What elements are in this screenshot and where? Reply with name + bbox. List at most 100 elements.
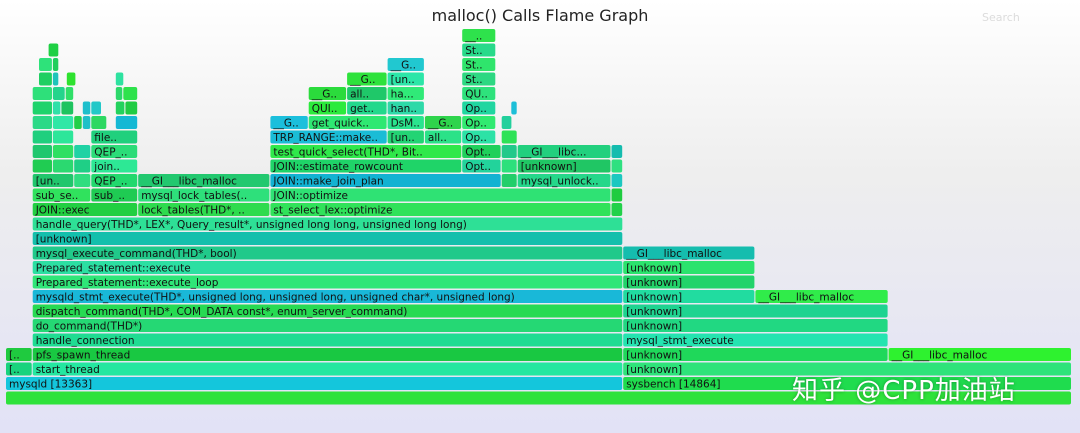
flame-frame[interactable] xyxy=(6,348,32,361)
flame-frame[interactable] xyxy=(74,116,82,129)
flame-frame[interactable] xyxy=(517,174,611,187)
flame-frame[interactable] xyxy=(270,174,501,187)
flame-frame[interactable] xyxy=(6,362,32,376)
flame-frame[interactable] xyxy=(32,145,52,158)
flame-frame[interactable] xyxy=(32,275,623,289)
flame-frame[interactable] xyxy=(32,348,623,361)
flame-frame[interactable] xyxy=(32,159,52,173)
flame-frame[interactable] xyxy=(462,72,496,86)
flame-frame[interactable] xyxy=(623,377,1071,390)
flame-frame[interactable] xyxy=(6,377,623,390)
flame-frame[interactable] xyxy=(387,87,424,100)
flame-frame[interactable] xyxy=(91,130,138,144)
flame-frame[interactable] xyxy=(623,261,755,274)
flame-frame[interactable] xyxy=(347,101,387,115)
flame-frame[interactable] xyxy=(623,275,755,289)
flame-frame[interactable] xyxy=(91,174,138,187)
search-button[interactable]: Search xyxy=(982,11,1020,24)
flame-frame[interactable] xyxy=(115,101,125,115)
flame-frame[interactable] xyxy=(52,159,74,173)
flame-frame[interactable] xyxy=(462,43,496,57)
flame-frame[interactable] xyxy=(115,116,138,129)
flame-frame[interactable] xyxy=(32,362,623,376)
flame-frame[interactable] xyxy=(623,290,755,303)
flame-frame[interactable] xyxy=(623,319,888,332)
flame-frame[interactable] xyxy=(91,159,138,173)
flame-frame[interactable] xyxy=(91,188,138,202)
flame-frame[interactable] xyxy=(138,203,270,216)
flame-frame[interactable] xyxy=(511,101,517,115)
flame-frame[interactable] xyxy=(308,87,347,100)
flame-frame[interactable] xyxy=(74,159,91,173)
flame-frame[interactable] xyxy=(501,174,517,187)
flame-frame[interactable] xyxy=(387,72,424,86)
flame-frame[interactable] xyxy=(61,101,74,115)
flame-frame[interactable] xyxy=(39,72,52,86)
flame-frame[interactable] xyxy=(125,101,138,115)
flame-frame[interactable] xyxy=(270,145,462,158)
flame-frame[interactable] xyxy=(623,362,1071,376)
flame-frame[interactable] xyxy=(611,203,623,216)
flame-frame[interactable] xyxy=(611,188,623,202)
flame-frame[interactable] xyxy=(501,159,517,173)
flame-frame[interactable] xyxy=(52,116,74,129)
flame-frame[interactable] xyxy=(308,101,347,115)
flame-frame[interactable] xyxy=(138,188,270,202)
flame-frame[interactable] xyxy=(115,72,124,86)
flame-frame[interactable] xyxy=(347,87,387,100)
flame-frame[interactable] xyxy=(387,130,424,144)
flame-frame[interactable] xyxy=(91,145,138,158)
flame-frame[interactable] xyxy=(462,130,496,144)
flame-frame[interactable] xyxy=(32,116,52,129)
flame-frame[interactable] xyxy=(462,101,496,115)
flame-frame[interactable] xyxy=(32,261,623,274)
flame-frame[interactable] xyxy=(52,87,65,100)
flame-frame[interactable] xyxy=(517,145,611,158)
flame-frame[interactable] xyxy=(611,174,623,187)
flame-frame[interactable] xyxy=(270,116,308,129)
flame-frame[interactable] xyxy=(32,319,623,332)
flame-frame[interactable] xyxy=(387,116,424,129)
flame-frame[interactable] xyxy=(66,72,76,86)
flame-frame[interactable] xyxy=(462,145,501,158)
flame-frame[interactable] xyxy=(48,43,59,57)
flame-frame[interactable] xyxy=(32,304,623,318)
flame-frame[interactable] xyxy=(82,101,91,115)
flame-frame[interactable] xyxy=(424,116,462,129)
flame-frame[interactable] xyxy=(52,145,74,158)
flame-frame[interactable] xyxy=(138,174,270,187)
flame-frame[interactable] xyxy=(347,72,387,86)
flame-frame[interactable] xyxy=(517,159,611,173)
flame-frame[interactable] xyxy=(611,159,623,173)
flame-frame[interactable] xyxy=(611,145,623,158)
flame-frame[interactable] xyxy=(462,58,496,71)
flame-frame[interactable] xyxy=(52,130,74,144)
flame-frame[interactable] xyxy=(123,87,138,100)
flame-frame[interactable] xyxy=(52,58,59,71)
flame-frame[interactable] xyxy=(462,116,496,129)
flame-frame[interactable] xyxy=(32,188,91,202)
flame-frame[interactable] xyxy=(74,145,91,158)
flame-frame[interactable] xyxy=(501,130,517,144)
flame-frame[interactable] xyxy=(65,87,74,100)
flame-frame[interactable] xyxy=(115,87,123,100)
flame-frame[interactable] xyxy=(32,333,623,347)
flame-frame[interactable] xyxy=(91,116,107,129)
flame-frame[interactable] xyxy=(755,290,888,303)
flame-frame[interactable] xyxy=(387,58,424,71)
flame-frame[interactable] xyxy=(462,29,496,42)
flame-frame[interactable] xyxy=(387,101,424,115)
flame-frame[interactable] xyxy=(270,130,387,144)
flame-frame[interactable] xyxy=(270,159,462,173)
flame-frame[interactable] xyxy=(32,232,623,245)
flame-frame[interactable] xyxy=(32,101,52,115)
flame-frame[interactable] xyxy=(39,58,52,71)
flame-frame[interactable] xyxy=(462,87,496,100)
flame-frame[interactable] xyxy=(52,72,59,86)
flame-frame[interactable] xyxy=(32,87,52,100)
flame-frame[interactable] xyxy=(623,246,755,260)
flame-frame[interactable] xyxy=(270,203,611,216)
flame-frame[interactable] xyxy=(623,348,888,361)
flame-frame[interactable] xyxy=(32,246,623,260)
flame-frame[interactable] xyxy=(6,391,1071,405)
